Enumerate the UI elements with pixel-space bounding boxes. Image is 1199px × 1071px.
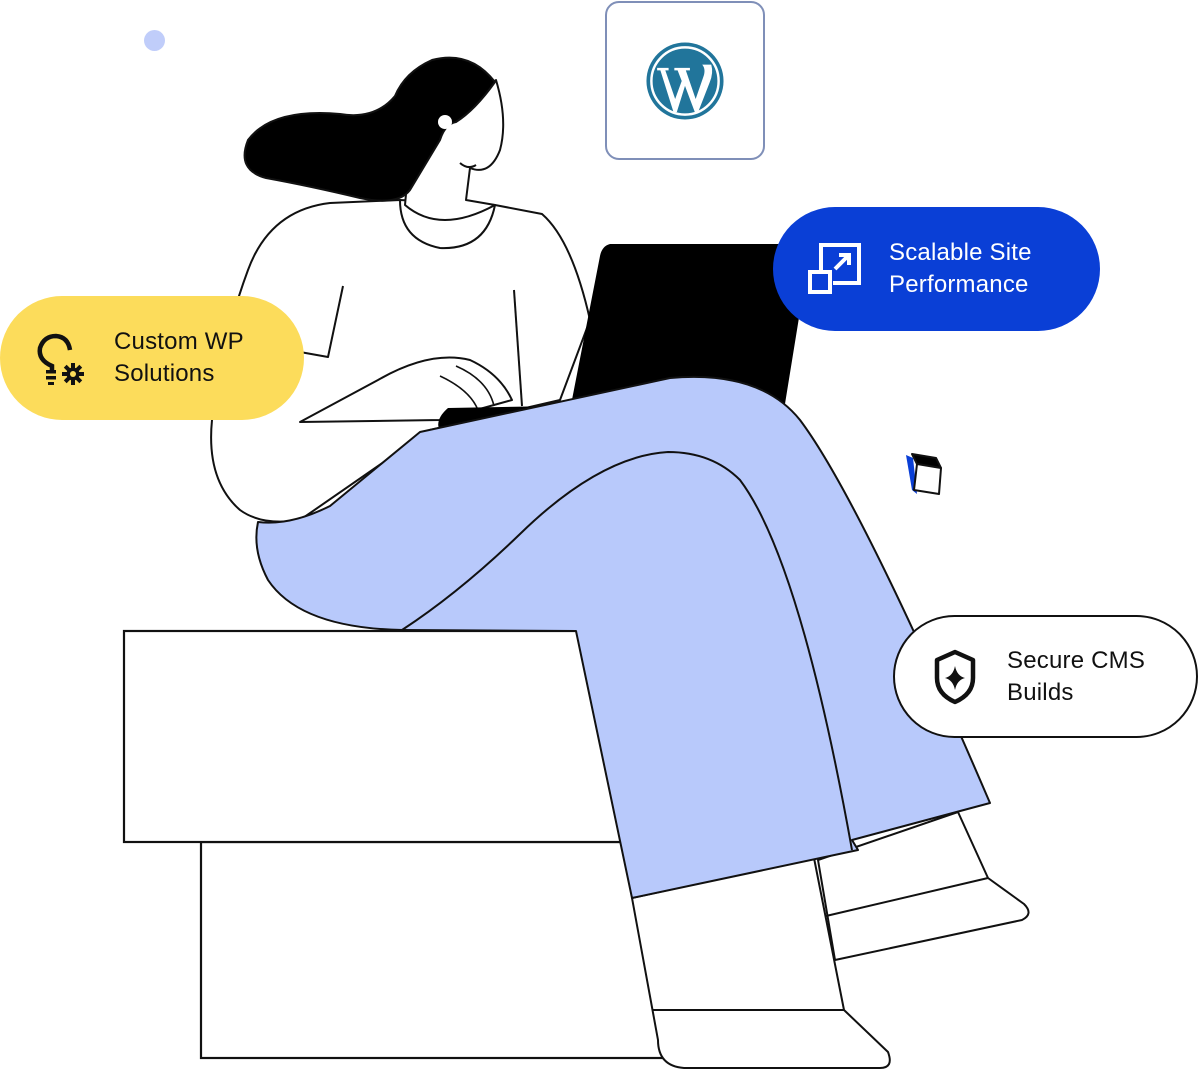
stacked-boxes	[122, 629, 673, 1060]
bottom-box	[199, 840, 673, 1060]
wordpress-logo-card	[605, 1, 765, 160]
shield-sparkle-icon	[931, 648, 979, 706]
scalable-site-performance-badge: Scalable Site Performance	[773, 207, 1100, 331]
hair	[243, 56, 496, 202]
scale-expand-icon	[807, 241, 863, 297]
back-foot	[817, 811, 1030, 961]
torso	[210, 199, 591, 523]
secure-cms-builds-badge: Secure CMS Builds	[893, 615, 1198, 738]
pants	[255, 375, 991, 899]
badge-label: Custom WP Solutions	[114, 328, 244, 387]
badge-label: Scalable Site Performance	[889, 239, 1032, 298]
badge-label: Secure CMS Builds	[1007, 646, 1146, 706]
custom-wp-solutions-badge: Custom WP Solutions	[0, 296, 304, 420]
lightbulb-gear-icon	[32, 330, 88, 386]
decorative-dot	[144, 30, 165, 51]
top-box	[122, 629, 626, 844]
floating-cube-icon	[906, 453, 942, 495]
front-foot	[631, 857, 891, 1069]
head	[243, 56, 505, 221]
wordpress-logo-icon	[646, 41, 724, 120]
